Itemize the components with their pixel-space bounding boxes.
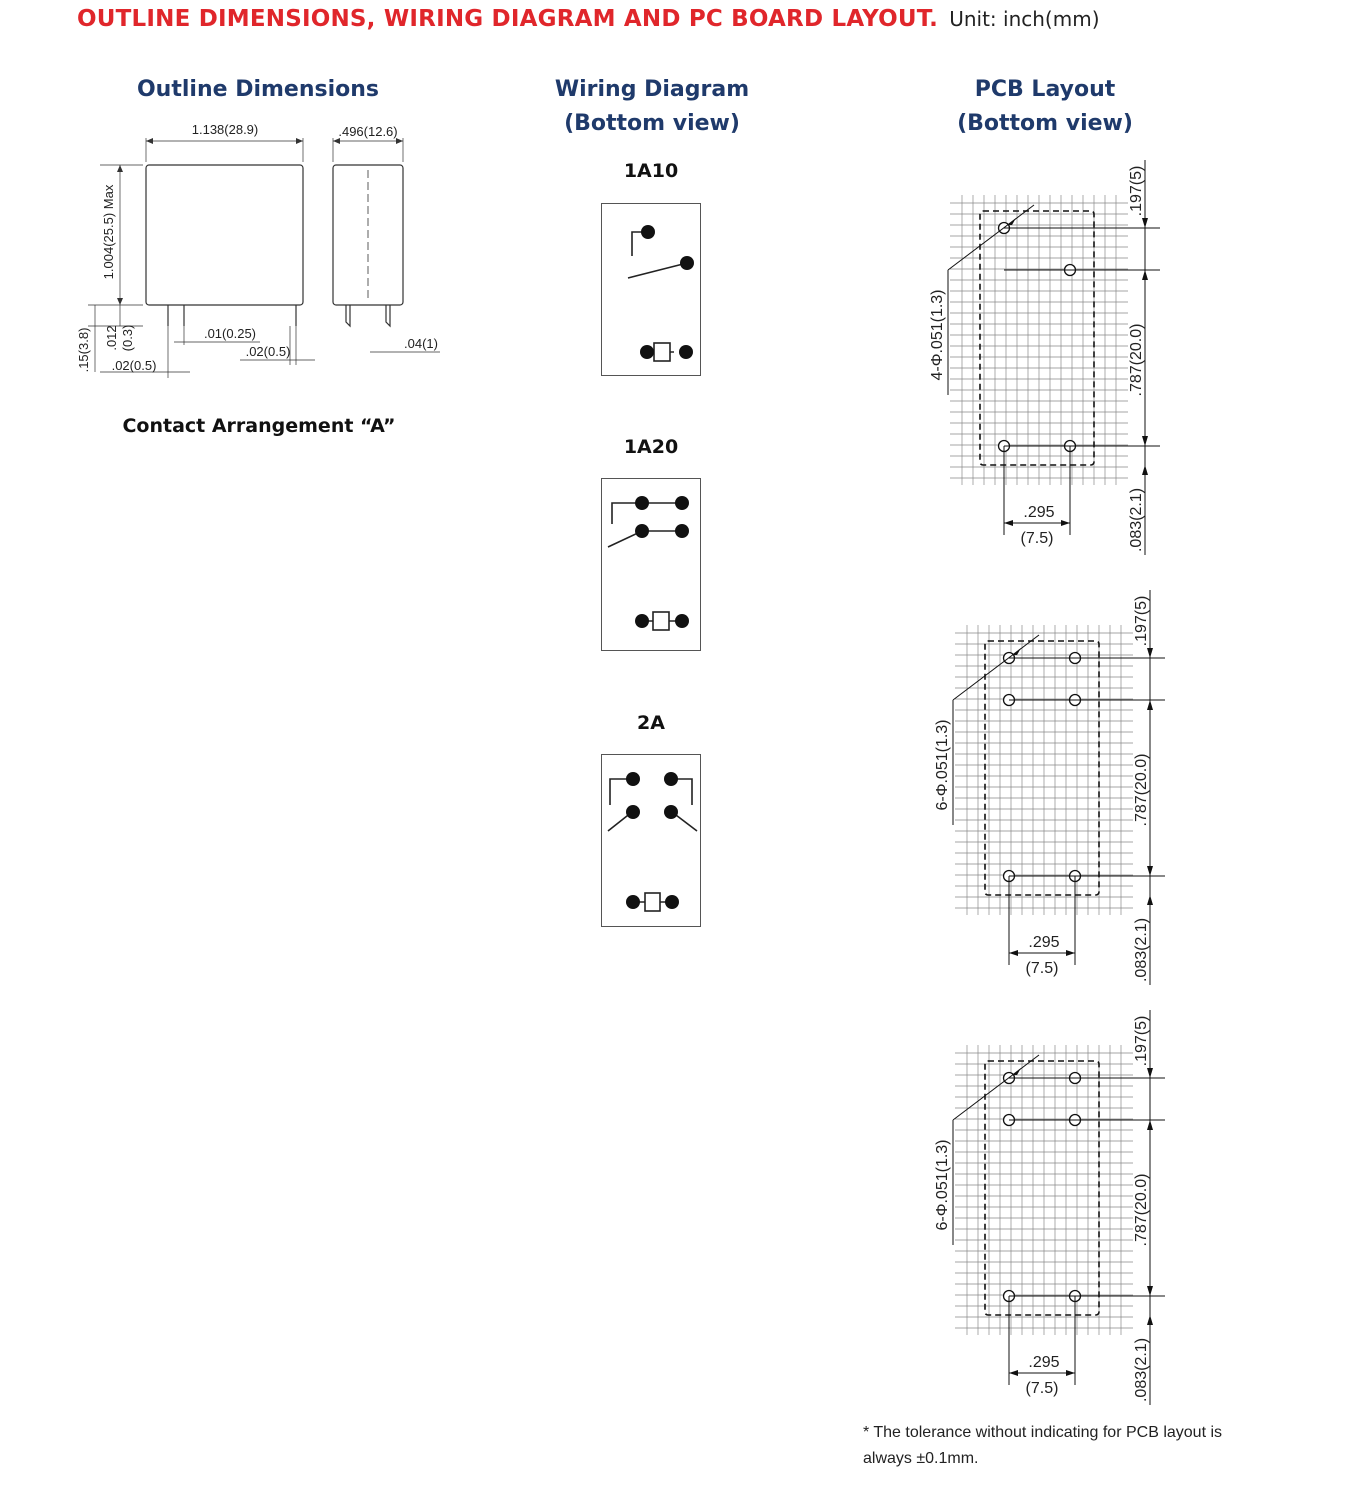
dim-arrow (1147, 895, 1153, 905)
dim-arrow (1147, 1315, 1153, 1325)
dim-arrow (1061, 520, 1070, 526)
dim-pin-w2: .02(0.5) (246, 344, 291, 359)
dim-top: .197(5) (1128, 166, 1145, 217)
pitch-inch: .295 (1028, 934, 1059, 951)
dim-pin-length: .15(3.8) (76, 328, 91, 373)
pcb-hole-spec: 6-Φ.051(1.3) (934, 719, 951, 810)
relay-outline (979, 210, 1095, 466)
dim-width: 1.138(28.9) (192, 122, 259, 137)
dim-bottom: .083(2.1) (1128, 488, 1145, 552)
dim-height: 1.004(25.5) Max (101, 184, 116, 279)
hole-leader (952, 1054, 1040, 1121)
dim-mid: .787(20.0) (1133, 754, 1150, 827)
dim-pin-gap-mm: (0.3) (120, 325, 135, 352)
dim-top: .197(5) (1133, 596, 1150, 647)
pcb-layout-6-hole-b: 6-Φ.051(1.3) .197(5) .787(20.0) .083(2.1) .2… (934, 1010, 1165, 1405)
dim-arrow (1147, 866, 1153, 876)
dim-arrow (1147, 1286, 1153, 1296)
dim-mid: .787(20.0) (1128, 324, 1145, 397)
dim-arrow (1142, 270, 1148, 280)
section-title: OUTLINE DIMENSIONS, WIRING DIAGRAM AND P… (77, 6, 939, 32)
pitch-inch: .295 (1023, 504, 1054, 521)
dim-arrow (1009, 1370, 1018, 1376)
wiring-title: Wiring Diagram (Bottom view) (554, 77, 750, 136)
page-header: OUTLINE DIMENSIONS, WIRING DIAGRAM AND P… (77, 6, 1100, 32)
wiring-variant-2a: 2A (637, 712, 665, 734)
dim-depth: .496(12.6) (338, 124, 397, 139)
outline-title: Outline Dimensions (136, 77, 380, 102)
dim-arrow (1147, 1068, 1153, 1078)
dim-pin-side: .04(1) (404, 336, 438, 351)
pitch-mm: (7.5) (1026, 960, 1059, 977)
dim-arrow (1066, 1370, 1075, 1376)
contact-arrangement-label: Contact Arrangement “A” (122, 415, 396, 437)
dim-arrow (1142, 465, 1148, 475)
pcb-layout-6-hole-a: 6-Φ.051(1.3) .197(5) .787(20.0) .083(2.1) .2… (934, 590, 1165, 985)
leader-arrow (1012, 648, 1021, 655)
leader-arrow (1007, 218, 1016, 225)
wiring-variant-1a10: 1A10 (623, 160, 679, 182)
dim-pin-w1: .01(0.25) (204, 326, 256, 341)
dim-arrow (1004, 520, 1013, 526)
pcb-hole-spec: 4-Φ.051(1.3) (929, 289, 946, 380)
dim-arrow (1142, 218, 1148, 228)
dim-pin-w3: .02(0.5) (112, 358, 157, 373)
pcb-title: PCB Layout (Bottom view) (957, 77, 1133, 136)
unit-label: Unit: inch(mm) (949, 7, 1100, 31)
dim-bottom: .083(2.1) (1133, 918, 1150, 982)
dim-top: .197(5) (1133, 1016, 1150, 1067)
dim-arrow (1009, 950, 1018, 956)
relay-outline (984, 1060, 1100, 1316)
tolerance-note: * The tolerance without indicating for P… (863, 1424, 1223, 1467)
dim-arrow (1142, 436, 1148, 446)
dim-arrow (1066, 950, 1075, 956)
pcb-hole-spec: 6-Φ.051(1.3) (934, 1139, 951, 1230)
dim-pin-gap-in: .012 (104, 325, 119, 350)
pitch-mm: (7.5) (1021, 530, 1054, 547)
pitch-inch: .295 (1028, 1354, 1059, 1371)
relay-outline (984, 640, 1100, 896)
leader-arrow (1012, 1068, 1021, 1075)
pcb-layout-4-hole: 4-Φ.051(1.3) .197(5) .787(20.0) .083(2.1) .2… (929, 160, 1160, 555)
wiring-variant-1a20: 1A20 (623, 436, 679, 458)
dim-bottom: .083(2.1) (1133, 1338, 1150, 1402)
wiring-diagram-2a (601, 754, 701, 927)
hole-leader (947, 204, 1035, 271)
dim-arrow (1147, 700, 1153, 710)
dim-arrow (1147, 1120, 1153, 1130)
pitch-mm: (7.5) (1026, 1380, 1059, 1397)
wiring-diagram-1a10 (601, 203, 701, 376)
wiring-diagram-1a20 (601, 478, 701, 651)
hole-leader (952, 634, 1040, 701)
dim-mid: .787(20.0) (1133, 1174, 1150, 1247)
outline-drawing: 1.138(28.9) .496(12.6) 1.004(25.5) Max .… (76, 122, 440, 378)
dim-arrow (1147, 648, 1153, 658)
